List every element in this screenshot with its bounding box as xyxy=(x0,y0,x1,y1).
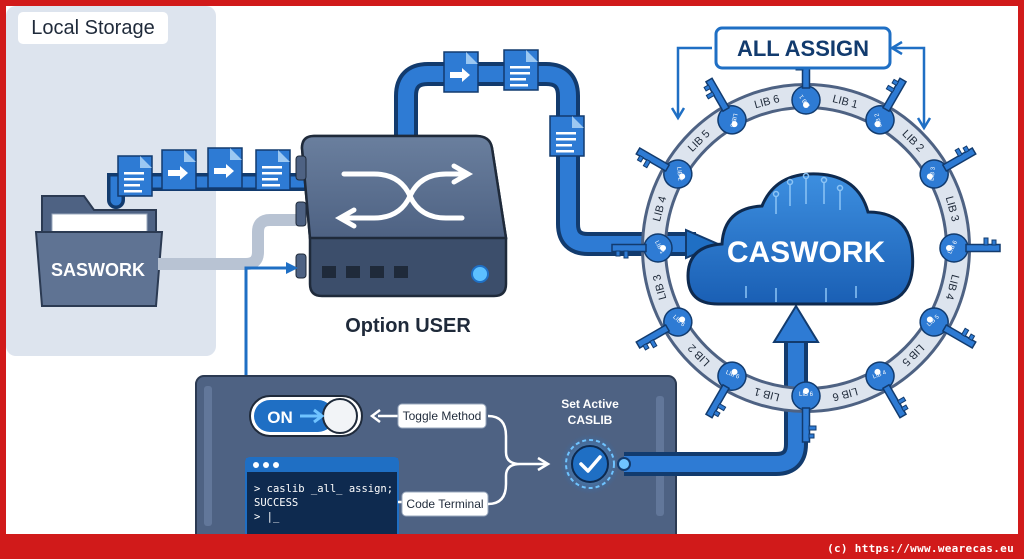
all-assign-box[interactable] xyxy=(714,26,892,70)
activate-pipe xyxy=(624,336,804,472)
router-label: Option USER xyxy=(345,315,471,337)
toggle-state: ON xyxy=(267,408,293,427)
key-tag-label: LIB 3 xyxy=(929,166,937,181)
document-arrow-icon xyxy=(207,147,243,189)
terminal-line-1: > caslib _all_ assign; xyxy=(254,483,393,495)
key-tag-label: LIB 6 xyxy=(799,392,814,398)
saswork-link-pipe xyxy=(158,214,306,270)
key-icon[interactable]: LIB 6 xyxy=(939,233,1001,263)
document-icon xyxy=(255,149,291,191)
document-arrow-icon xyxy=(443,51,479,93)
all-assign-arrows xyxy=(670,40,932,131)
activate-pipe-node xyxy=(617,457,631,471)
key-tag-label: LIB 2 xyxy=(675,167,683,182)
terminal-line-3: > |_ xyxy=(254,511,280,523)
diagram-svg: Local Storage SASWORK Option USER xyxy=(6,6,1001,534)
key-icon[interactable]: LIB 6 xyxy=(791,381,821,443)
toggle-switch[interactable] xyxy=(249,395,363,437)
local-storage-label: Local Storage xyxy=(31,17,154,39)
all-assign-label: ALL ASSIGN xyxy=(737,36,869,61)
toggle-label: Toggle Method xyxy=(403,409,482,423)
key-icon[interactable]: LIB 3 xyxy=(914,138,982,194)
control-link-arrow-icon xyxy=(286,262,298,274)
activate-arrow-icon xyxy=(772,304,820,343)
document-arrow-icon xyxy=(161,149,197,191)
caslib-label-line-2: CASLIB xyxy=(568,413,613,427)
key-icon[interactable]: LIB 5 xyxy=(914,302,982,358)
key-icon[interactable]: LIB 3 xyxy=(696,72,752,140)
key-icon[interactable]: LIB 2 xyxy=(860,72,916,140)
merge-arrow-icon xyxy=(537,456,551,472)
footer-copyright: (c) https://www.wearecas.eu xyxy=(827,542,1014,555)
code-terminal[interactable] xyxy=(245,457,399,534)
key-icon[interactable]: LIB 6 xyxy=(696,356,752,424)
key-tag-label: LIB 3 xyxy=(728,113,738,129)
caswork-label: CASWORK xyxy=(727,236,886,269)
toggle-label-box xyxy=(397,403,487,429)
set-caslib-button[interactable] xyxy=(560,434,620,494)
document-icon xyxy=(549,115,585,157)
key-icon[interactable]: LIB 1 xyxy=(611,233,673,263)
key-tag-label: LIB 2 xyxy=(874,112,884,128)
key-icon[interactable]: LIB 6 xyxy=(630,302,698,358)
router-device[interactable] xyxy=(295,134,508,298)
key-tag-label: LIB 6 xyxy=(725,370,741,381)
control-link xyxy=(244,266,292,376)
key-icon[interactable]: LIB 4 xyxy=(860,356,916,424)
merge-connector xyxy=(487,414,546,506)
toggle-pointer-arrow-icon xyxy=(369,409,381,423)
panel-rail xyxy=(204,386,212,526)
document-icon xyxy=(503,49,539,91)
terminal-line-2: SUCCESS xyxy=(254,497,298,509)
key-tag-label: LIB 4 xyxy=(872,370,888,381)
key-icon[interactable]: LIB 1 xyxy=(791,53,821,115)
terminal-label: Code Terminal xyxy=(406,497,483,511)
document-icon xyxy=(117,155,153,197)
saswork-folder-icon xyxy=(34,195,164,307)
circuit-icon xyxy=(745,172,857,302)
diagram-canvas: Local Storage SASWORK Option USER xyxy=(6,6,1018,534)
caslib-label-line-1: Set Active xyxy=(561,397,619,411)
saswork-label: SASWORK xyxy=(51,260,145,280)
transfer-pipe xyxy=(398,66,696,252)
caswork-cloud[interactable] xyxy=(686,172,915,306)
shuffle-icon xyxy=(334,163,474,229)
lib-keys: LIB 1 LIB 2 LIB 3 LIB 6 LIB 5 LIB 4 LIB 6 LIB 6… xyxy=(611,53,1001,443)
check-icon xyxy=(579,455,602,473)
local-storage-label-box xyxy=(18,12,168,44)
key-icon[interactable]: LIB 2 xyxy=(630,138,698,194)
